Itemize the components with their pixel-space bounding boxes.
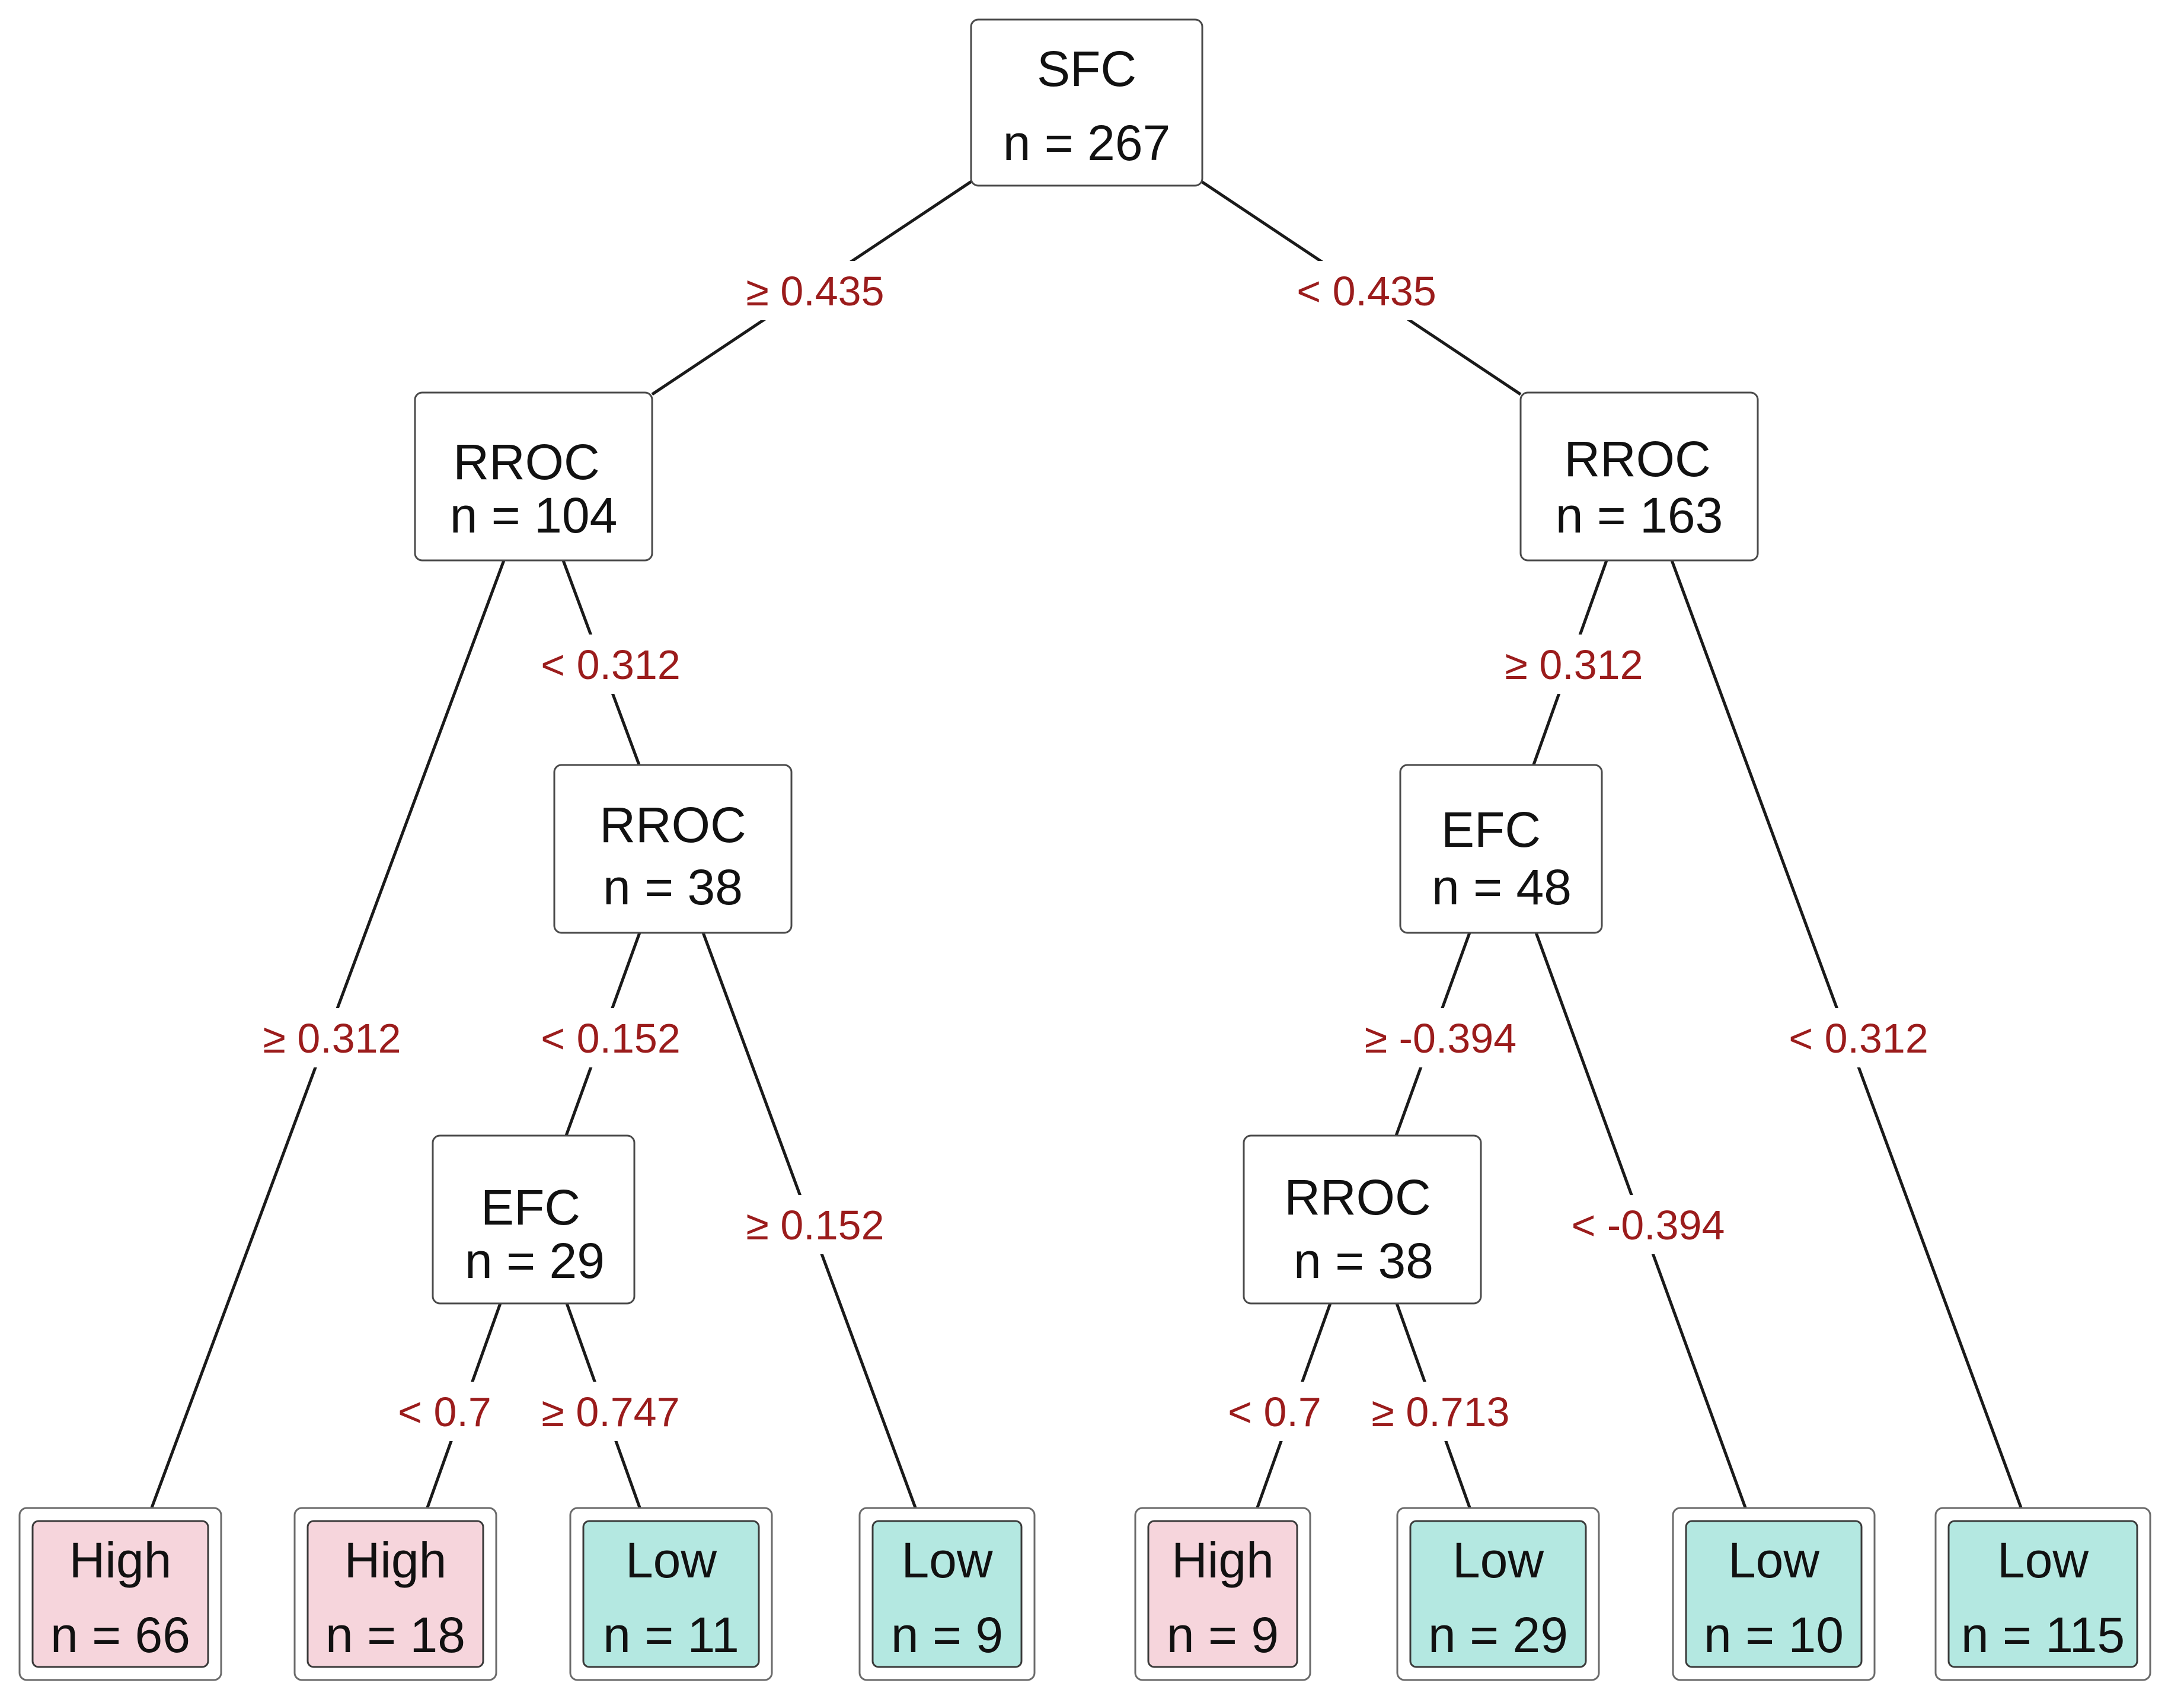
node-lr: RROC n = 38 (553, 764, 793, 934)
edge-label-rl-leaf7: < -0.394 (1572, 1202, 1725, 1248)
edge-label-lr-lrl: < 0.152 (541, 1015, 681, 1061)
node-l-n: n = 104 (450, 487, 618, 543)
leaf-fill-low (1947, 1520, 2138, 1668)
edge-label-lr-leaf4: ≥ 0.152 (746, 1202, 884, 1248)
edge-label-r-rl: ≥ 0.312 (1505, 642, 1643, 688)
leaf-n-label: n = 66 (50, 1607, 190, 1663)
leaf-fill-high (31, 1520, 209, 1668)
leaf-n-label: n = 18 (325, 1607, 465, 1663)
leaf-class-label: Low (901, 1532, 992, 1588)
node-r-n: n = 163 (1556, 487, 1723, 543)
leaf-node: Low n = 10 (1672, 1507, 1876, 1681)
edge-label-rl-rll: ≥ -0.394 (1365, 1015, 1516, 1061)
node-lrl: EFC n = 29 (432, 1134, 636, 1305)
leaf-node: Low n = 115 (1934, 1507, 2151, 1681)
node-rll: RROC n = 38 (1243, 1134, 1482, 1305)
node-lr-var: RROC (599, 797, 746, 853)
leaf-fill-low (1409, 1520, 1587, 1668)
leaf-node: High n = 66 (18, 1507, 222, 1681)
edge-lines (149, 179, 2023, 1510)
edge-label-r-leaf8: < 0.312 (1789, 1015, 1928, 1061)
node-root: SFC n = 267 (970, 18, 1203, 187)
leaf-class-label: Low (1728, 1532, 1819, 1588)
leaf-node: Low n = 9 (858, 1507, 1036, 1681)
leaf-fill-high (1147, 1520, 1298, 1668)
edge-label-l-lr: < 0.312 (541, 642, 681, 688)
edge-label-root-l: ≥ 0.435 (746, 268, 884, 314)
node-rl: EFC n = 48 (1399, 764, 1603, 934)
edge-label-rll-leaf5: < 0.7 (1228, 1389, 1321, 1435)
node-root-n: n = 267 (1003, 115, 1171, 171)
edge-label-root-r: < 0.435 (1297, 268, 1436, 314)
edge-label-l-leaf1: ≥ 0.312 (263, 1015, 401, 1061)
node-r-var: RROC (1564, 431, 1710, 487)
edge-label-rll-leaf6: ≥ 0.713 (1371, 1389, 1509, 1435)
leaf-n-label: n = 29 (1428, 1607, 1568, 1663)
node-rl-var: EFC (1441, 802, 1541, 857)
leaf-class-label: High (69, 1532, 172, 1588)
node-r: RROC n = 163 (1519, 391, 1759, 562)
node-rl-n: n = 48 (1432, 859, 1572, 915)
leaf-n-label: n = 10 (1704, 1607, 1844, 1663)
node-l: RROC n = 104 (414, 391, 653, 562)
leaf-fill-low (582, 1520, 760, 1668)
node-lrl-n: n = 29 (465, 1233, 605, 1289)
leaf-class-label: High (344, 1532, 447, 1588)
leaf-node: Low n = 11 (569, 1507, 773, 1681)
edge-label-lrl-leaf3: ≥ 0.747 (541, 1389, 679, 1435)
leaf-n-label: n = 11 (603, 1607, 739, 1663)
leaf-class-label: Low (1452, 1532, 1544, 1588)
edge-label-lrl-leaf2: < 0.7 (398, 1389, 491, 1435)
node-lrl-var: EFC (481, 1179, 580, 1235)
leaf-fill-low (871, 1520, 1023, 1668)
leaf-class-label: Low (625, 1532, 717, 1588)
node-rll-var: RROC (1284, 1169, 1431, 1225)
node-l-var: RROC (453, 434, 599, 490)
node-lr-n: n = 38 (603, 859, 743, 915)
leaf-node: High n = 9 (1134, 1507, 1311, 1681)
node-rll-n: n = 38 (1294, 1233, 1433, 1289)
leaf-fill-low (1685, 1520, 1863, 1668)
leaf-class-label: High (1171, 1532, 1274, 1588)
leaf-n-label: n = 9 (1167, 1607, 1279, 1663)
leaf-n-label: n = 9 (891, 1607, 1003, 1663)
edge-labels: ≥ 0.435 < 0.435 ≥ 0.312 < 0.312 < 0.152 … (237, 261, 1953, 1441)
leaf-n-label: n = 115 (1961, 1607, 2125, 1663)
leaf-fill-high (306, 1520, 484, 1668)
node-root-var: SFC (1037, 41, 1136, 97)
leaf-node: High n = 18 (293, 1507, 497, 1681)
leaf-class-label: Low (1997, 1532, 2089, 1588)
leaf-node: Low n = 29 (1396, 1507, 1600, 1681)
